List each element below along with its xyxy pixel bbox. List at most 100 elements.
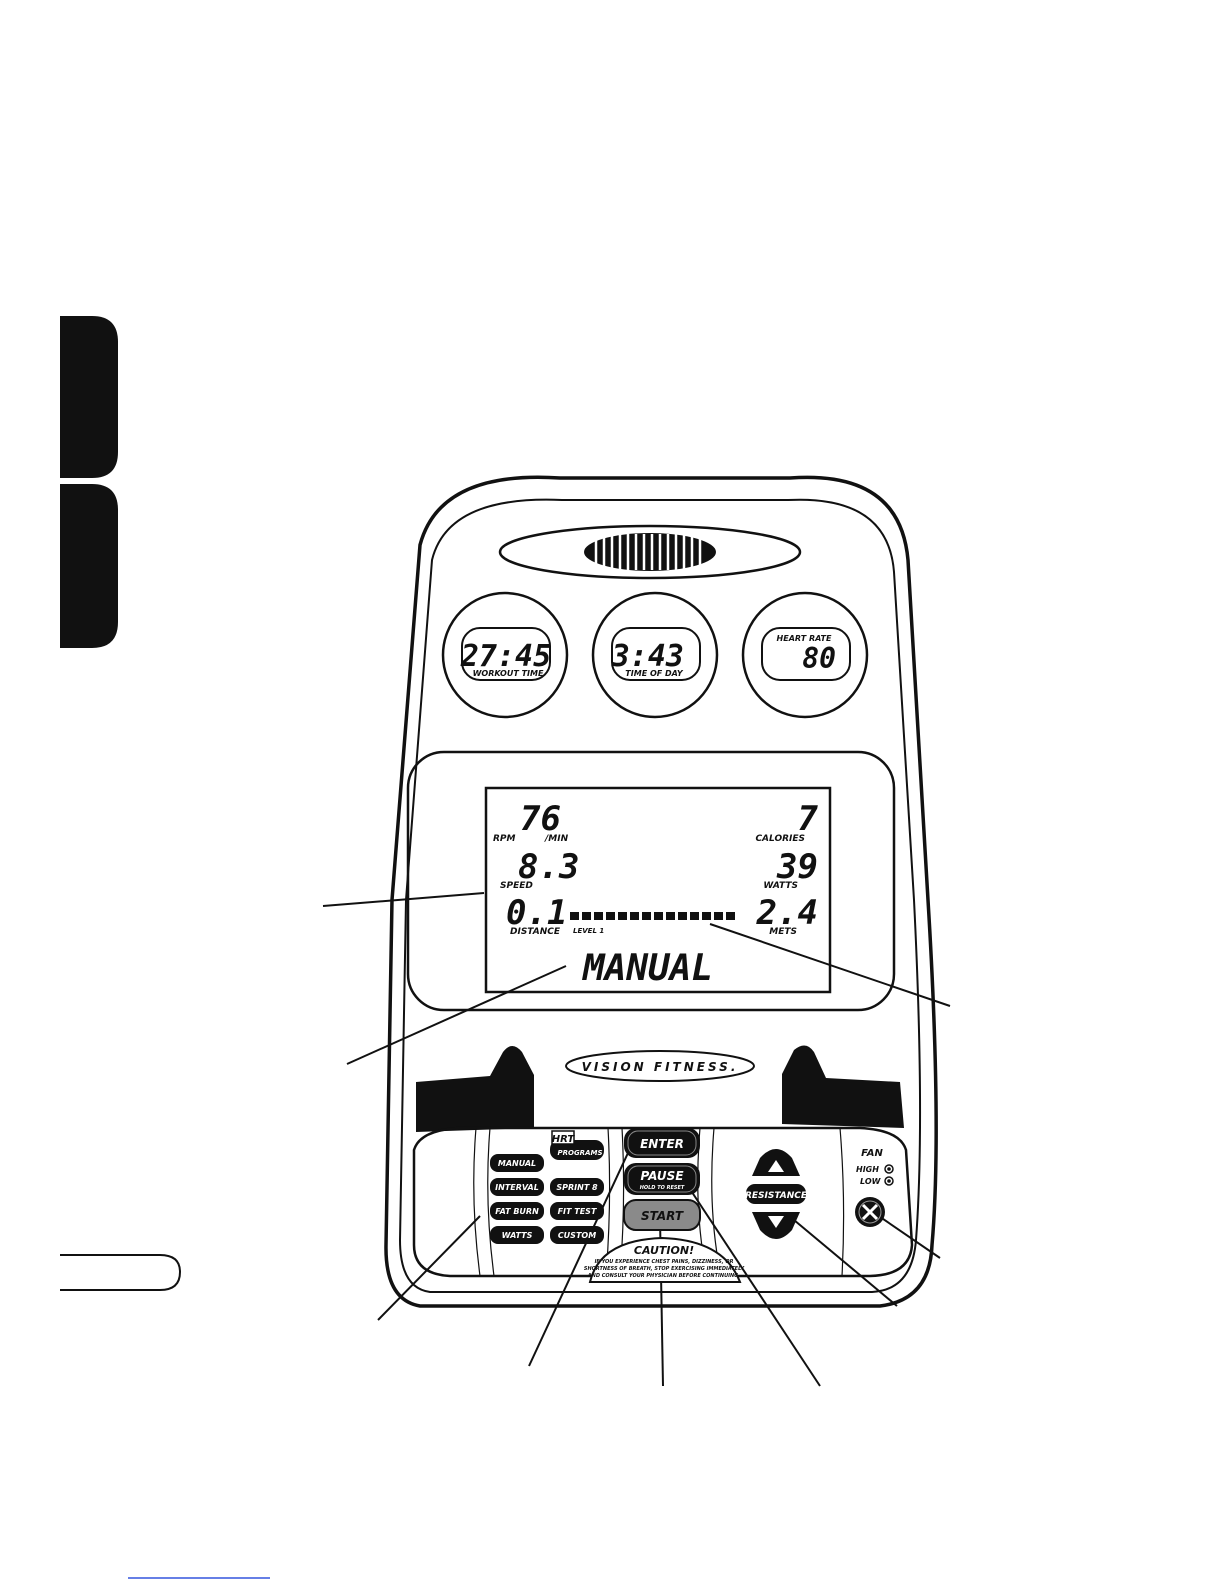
fan-label: FAN — [861, 1148, 883, 1159]
right-handle — [782, 1045, 904, 1128]
custom-label: CUSTOM — [558, 1231, 596, 1240]
resistance-label: RESISTANCE — [745, 1191, 808, 1201]
level-bar — [570, 912, 735, 920]
level-segment — [582, 912, 591, 920]
mets-value: 2.4 — [756, 893, 818, 933]
caution-label: CAUTION! IF YOU EXPERIENCE CHEST PAINS, … — [584, 1236, 746, 1283]
callout-line-resistance — [793, 1219, 898, 1307]
watts-value: 39 — [776, 847, 818, 887]
rpm-unit: /MIN — [544, 834, 569, 844]
speed-value: 8.3 — [518, 847, 579, 887]
sprint-button[interactable]: SPRINT 8 — [550, 1178, 604, 1196]
start-label: START — [641, 1209, 684, 1223]
level-segment — [726, 912, 735, 920]
caution-title: CAUTION! — [634, 1244, 694, 1257]
left-handle — [416, 1046, 534, 1132]
callout-line-pause — [679, 1173, 821, 1387]
caution-line-3: AND CONSULT YOUR PHYSICIAN BEFORE CONTIN… — [587, 1273, 740, 1279]
enter-label: ENTER — [640, 1137, 684, 1151]
fit-test-button[interactable]: FIT TEST — [550, 1202, 604, 1220]
fit-test-label: FIT TEST — [558, 1207, 597, 1216]
time-of-day-label: TIME OF DAY — [625, 669, 684, 678]
heart-rate-display: HEART RATE 80 — [741, 591, 869, 719]
speaker-grille — [498, 524, 802, 580]
watts-button[interactable]: WATTS — [490, 1226, 544, 1244]
level-segment — [678, 912, 687, 920]
level-label: LEVEL 1 — [573, 927, 604, 935]
workout-time-label: WORKOUT TIME — [473, 669, 544, 678]
keypad-panel — [412, 1126, 914, 1278]
interval-label: INTERVAL — [495, 1183, 539, 1192]
heart-rate-value: 80 — [802, 642, 836, 675]
distance-label: DISTANCE — [510, 927, 561, 937]
calories-value: 7 — [798, 799, 819, 839]
level-segment — [570, 912, 579, 920]
fat-burn-button[interactable]: FAT BURN — [490, 1202, 544, 1220]
fan-button[interactable] — [855, 1197, 885, 1227]
side-tab-bottom — [60, 484, 118, 648]
manual-label: MANUAL — [498, 1159, 536, 1168]
chevron-down-icon — [768, 1216, 784, 1228]
custom-button[interactable]: CUSTOM — [550, 1226, 604, 1244]
pause-sublabel: HOLD TO RESET — [640, 1185, 685, 1191]
brand-logo-text: VISION FITNESS. — [582, 1060, 739, 1074]
resistance-label-plate — [746, 1184, 806, 1204]
main-display-screen — [484, 786, 832, 994]
callout-line-level-bar — [709, 923, 951, 1007]
level-segment — [630, 912, 639, 920]
main-display-housing — [406, 750, 896, 1012]
callout-line-program-name — [346, 965, 567, 1065]
console-outer — [384, 475, 938, 1308]
sprint-label: SPRINT 8 — [556, 1183, 598, 1192]
page-number-pill — [60, 1254, 182, 1291]
hrt-label: HRT — [552, 1134, 576, 1145]
fat-burn-label: FAT BURN — [495, 1207, 539, 1216]
pause-label: PAUSE — [640, 1169, 684, 1183]
interval-button[interactable]: INTERVAL — [490, 1178, 544, 1196]
callout-line-enter — [528, 1139, 635, 1367]
callout-line-program-keys — [377, 1215, 481, 1321]
callout-line-left-column — [322, 892, 485, 907]
calories-label: CALORIES — [755, 834, 805, 844]
distance-value: 0.1 — [506, 893, 567, 933]
level-segment — [690, 912, 699, 920]
manual-button[interactable]: MANUAL — [490, 1154, 544, 1172]
level-segment — [606, 912, 615, 920]
enter-button[interactable]: ENTER — [624, 1128, 700, 1158]
workout-time-display: 27:45 WORKOUT TIME — [441, 591, 569, 719]
level-segment — [702, 912, 711, 920]
time-of-day-display: 3:43 TIME OF DAY — [591, 591, 719, 719]
brand-logo: VISION FITNESS. — [565, 1050, 755, 1082]
start-button[interactable]: START — [623, 1199, 701, 1231]
level-segment — [666, 912, 675, 920]
level-segment — [594, 912, 603, 920]
pause-button[interactable]: PAUSE HOLD TO RESET — [624, 1163, 700, 1195]
speed-label: SPEED — [500, 881, 533, 891]
hrt-programs-button[interactable]: HRT PROGRAMS — [550, 1130, 604, 1160]
callout-lines — [322, 892, 951, 1387]
fan-low-label: LOW — [860, 1177, 882, 1186]
side-tab-top — [60, 316, 118, 478]
chevron-up-icon — [768, 1160, 784, 1172]
level-segment — [618, 912, 627, 920]
level-segment — [714, 912, 723, 920]
program-name: MANUAL — [582, 948, 713, 989]
level-segment — [654, 912, 663, 920]
workout-time-value: 27:45 — [460, 639, 551, 674]
resistance-control: RESISTANCE — [745, 1149, 808, 1239]
fan-icon — [861, 1203, 879, 1221]
watts-button-label: WATTS — [502, 1231, 533, 1240]
time-of-day-value: 3:43 — [611, 639, 684, 674]
fan-control: FAN HIGH LOW — [855, 1148, 894, 1227]
mets-label: METS — [769, 927, 797, 937]
heart-rate-label: HEART RATE — [777, 634, 832, 643]
fan-high-label: HIGH — [856, 1165, 879, 1174]
console-inner — [398, 498, 922, 1293]
caution-line-2: SHORTNESS OF BREATH, STOP EXERCISING IMM… — [584, 1266, 746, 1272]
programs-label: PROGRAMS — [557, 1149, 602, 1157]
rpm-label: RPM — [493, 834, 516, 844]
caution-line-1: IF YOU EXPERIENCE CHEST PAINS, DIZZINESS… — [595, 1259, 734, 1265]
level-segment — [642, 912, 651, 920]
watts-label: WATTS — [763, 881, 798, 891]
